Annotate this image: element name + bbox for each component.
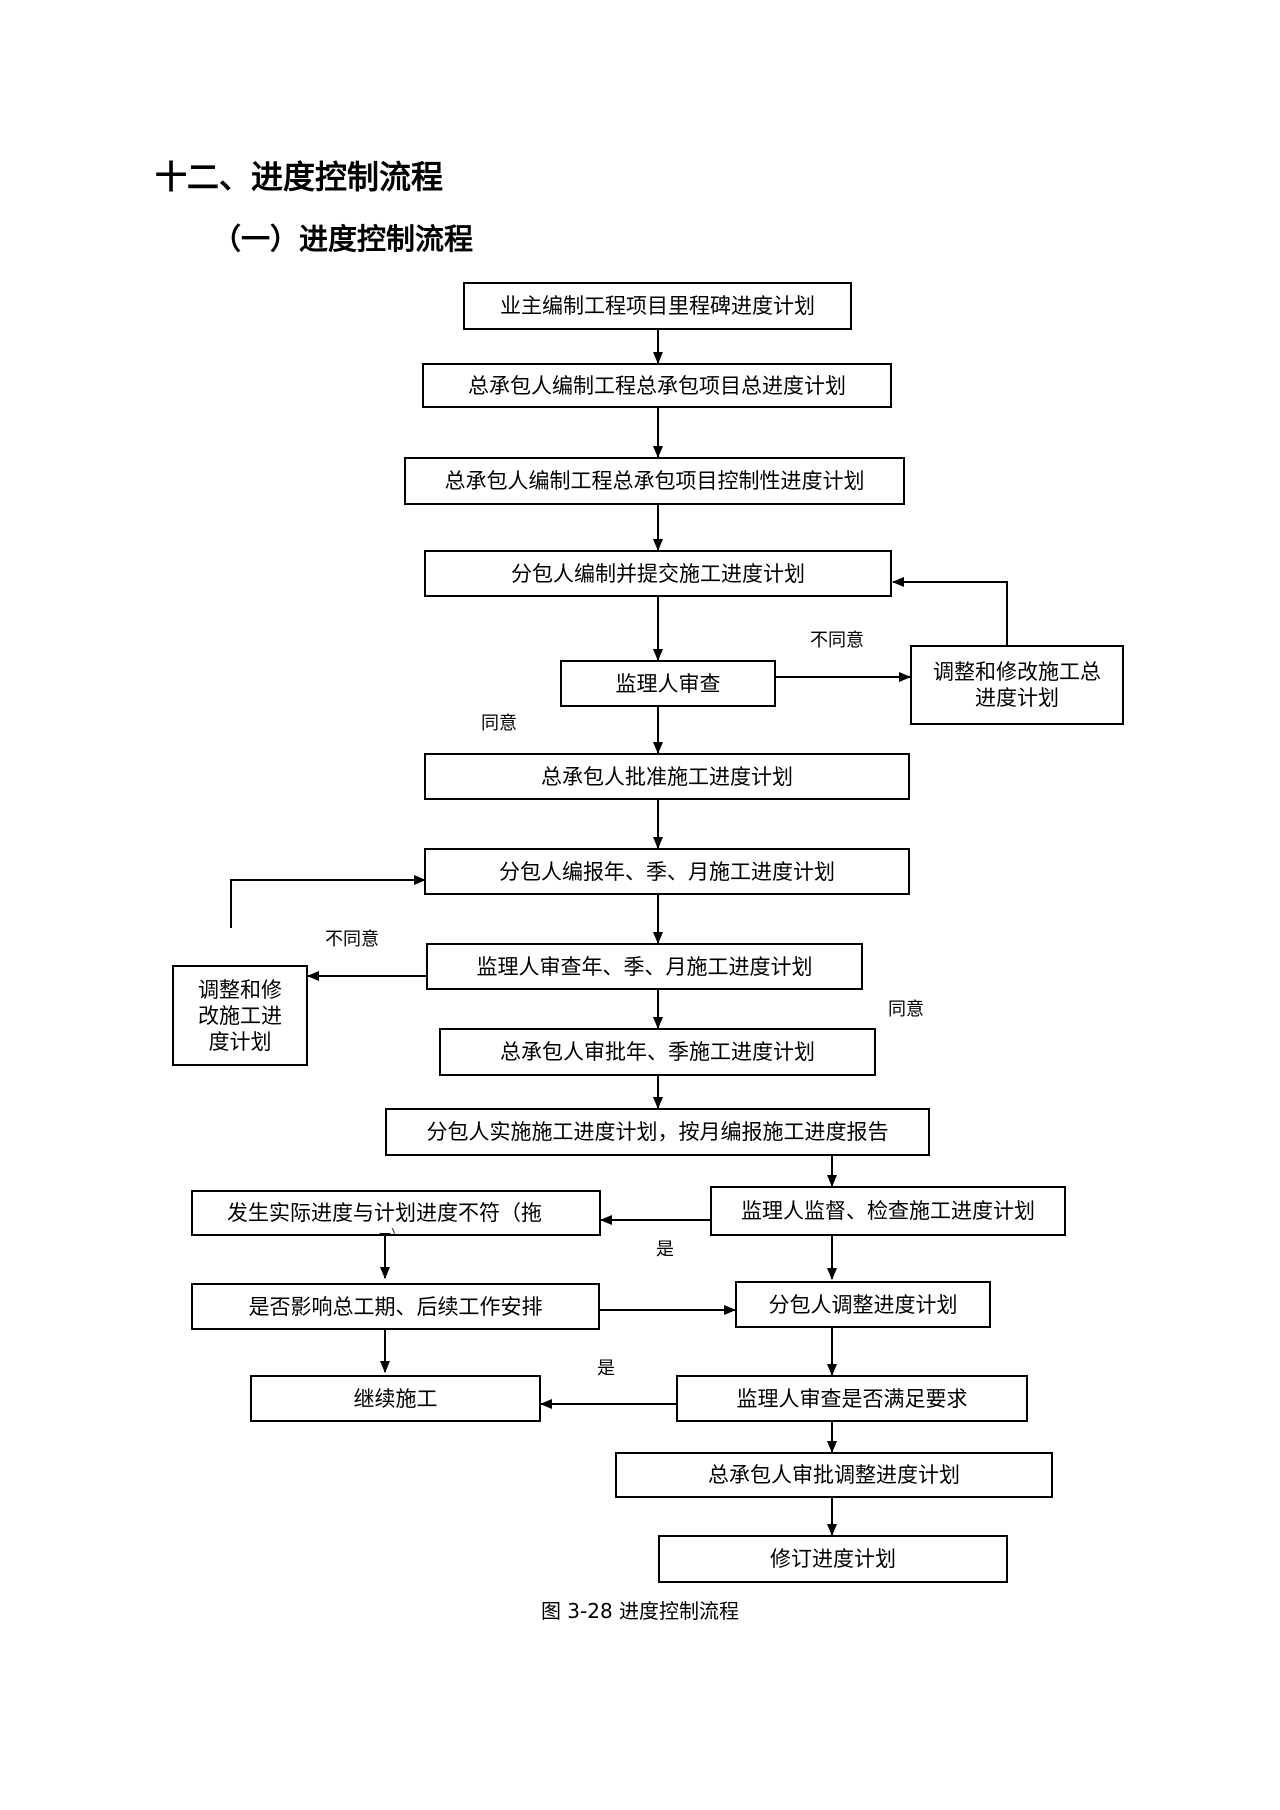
node-milestone-plan: 业主编制工程项目里程碑进度计划 — [463, 282, 852, 330]
node-revise-master-schedule-text: 调整和修改施工总进度计划 — [933, 660, 1101, 710]
edge-label-agree: 同意 — [888, 999, 924, 1020]
edge-label-agree: 同意 — [481, 713, 517, 734]
edge-label-disagree: 不同意 — [325, 929, 379, 950]
node-master-schedule-text: 总承包人编制工程总承包项目总进度计划 — [468, 373, 846, 398]
edge-label-disagree: 不同意 — [810, 630, 864, 651]
node-implement-report-text: 分包人实施施工进度计划，按月编报施工进度报告 — [426, 1120, 889, 1144]
arrow-n8l-n7 — [230, 875, 426, 928]
node-supervisor-review-text: 监理人审查 — [615, 671, 721, 696]
node-implement-report: 分包人实施施工进度计划，按月编报施工进度报告 — [385, 1108, 930, 1156]
node-periodic-review: 监理人审查年、季、月施工进度计划 — [426, 943, 863, 990]
edge-label-yes: 是 — [597, 1358, 615, 1379]
node-revise-plan: 修订进度计划 — [658, 1535, 1008, 1583]
node-shift-analysis: 分包人调整进度计划 — [735, 1281, 991, 1328]
node-approve-schedule-text: 总承包人批准施工进度计划 — [541, 764, 793, 789]
node-deviation-detected-text: 发生实际进度与计划进度不符（拖 — [227, 1201, 542, 1225]
node-deviation-overflow-text: 一） — [379, 1228, 404, 1236]
section-title: 十二、进度控制流程 — [155, 158, 444, 196]
node-continue-construction: 继续施工 — [250, 1375, 541, 1422]
node-approve-periodic-text: 总承包人审批年、季施工进度计划 — [500, 1040, 815, 1064]
node-revise-master-schedule: 调整和修改施工总进度计划 — [910, 645, 1124, 725]
node-periodic-review-text: 监理人审查年、季、月施工进度计划 — [476, 954, 813, 979]
node-requirement-review-text: 监理人审查是否满足要求 — [736, 1386, 968, 1411]
node-continue-construction-text: 继续施工 — [353, 1386, 438, 1411]
node-periodic-submit-text: 分包人编报年、季、月施工进度计划 — [499, 859, 835, 884]
node-milestone-plan-text: 业主编制工程项目里程碑进度计划 — [500, 294, 815, 318]
node-control-schedule-text: 总承包人编制工程总承包项目控制性进度计划 — [444, 469, 865, 493]
node-supervisor-review: 监理人审查 — [560, 660, 776, 707]
node-master-schedule: 总承包人编制工程总承包项目总进度计划 — [422, 363, 892, 408]
node-impact-check: 是否影响总工期、后续工作安排 — [191, 1283, 600, 1330]
node-revise-schedule-text: 调整和修改施工进度计划 — [198, 977, 282, 1054]
node-control-schedule: 总承包人编制工程总承包项目控制性进度计划 — [404, 457, 905, 505]
node-subcontractor-submit-text: 分包人编制并提交施工进度计划 — [511, 561, 805, 586]
node-revise-plan-text: 修订进度计划 — [770, 1547, 896, 1571]
edge-label-yes: 是 — [656, 1239, 674, 1260]
node-approve-adjustment: 总承包人审批调整进度计划 — [615, 1452, 1053, 1498]
node-subcontractor-submit: 分包人编制并提交施工进度计划 — [424, 550, 892, 597]
node-approve-adjustment-text: 总承包人审批调整进度计划 — [708, 1463, 960, 1487]
node-shift-analysis-text: 分包人调整进度计划 — [768, 1292, 958, 1317]
subsection-title: （一）进度控制流程 — [212, 222, 474, 256]
node-approve-schedule: 总承包人批准施工进度计划 — [424, 753, 910, 800]
node-revise-schedule: 调整和修改施工进度计划 — [172, 965, 308, 1066]
node-supervise-check-text: 监理人监督、检查施工进度计划 — [741, 1199, 1035, 1223]
figure-caption: 图 3-28 进度控制流程 — [540, 1599, 740, 1623]
node-supervise-check: 监理人监督、检查施工进度计划 — [710, 1186, 1066, 1236]
arrow-n5r-n4 — [892, 577, 1008, 645]
node-impact-check-text: 是否影响总工期、后续工作安排 — [248, 1294, 543, 1319]
node-deviation-detected: 发生实际进度与计划进度不符（拖一） — [191, 1190, 601, 1236]
node-requirement-review: 监理人审查是否满足要求 — [676, 1375, 1028, 1422]
node-periodic-submit: 分包人编报年、季、月施工进度计划 — [424, 848, 910, 895]
node-approve-periodic: 总承包人审批年、季施工进度计划 — [439, 1028, 876, 1076]
